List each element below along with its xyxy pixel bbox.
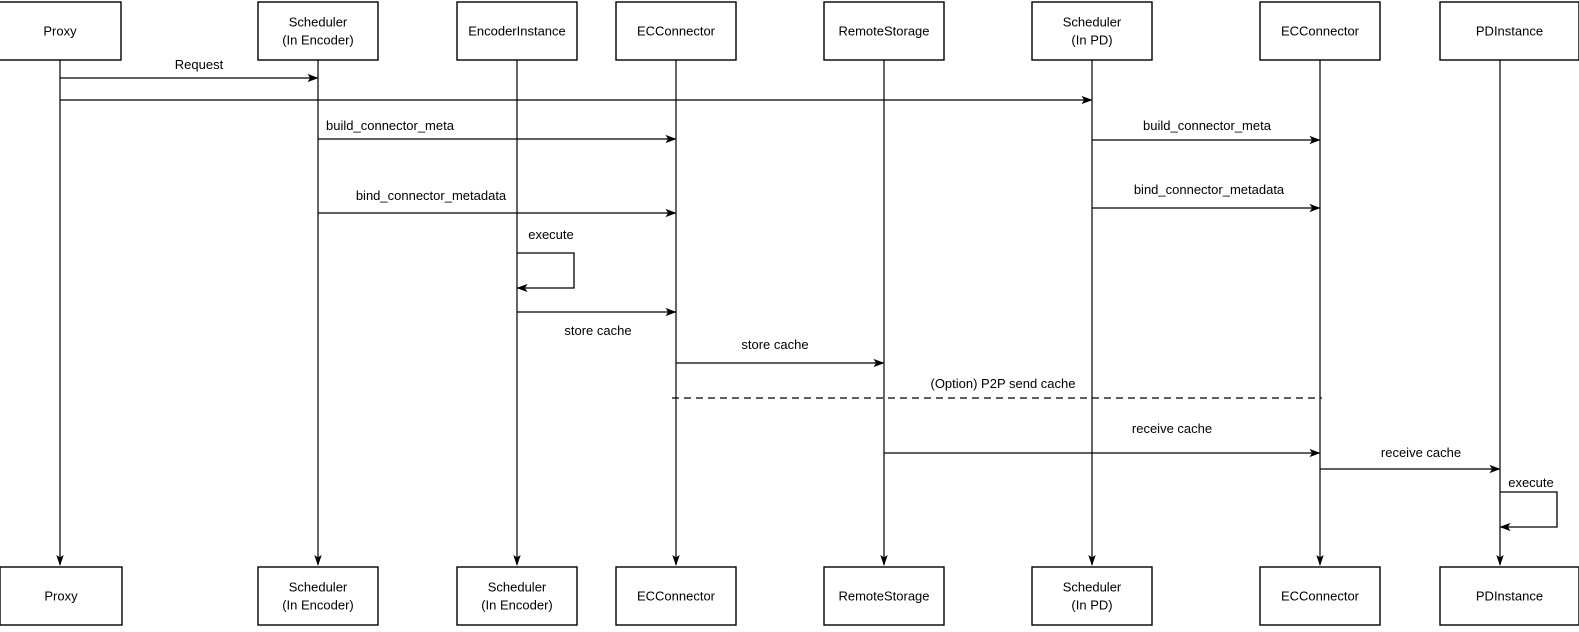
message-m9[interactable]: (Option) P2P send cache [672, 376, 1322, 399]
participant-footer-label-line2: (In Encoder) [481, 597, 553, 612]
participant-footer-enc_inst[interactable]: Scheduler (In Encoder) [456, 566, 578, 626]
participant-header-label: ECConnector [637, 23, 716, 38]
participant-header-pd_inst[interactable]: PDInstance [1439, 1, 1579, 61]
participant-header-label-line1: Scheduler [1063, 14, 1122, 29]
self-message-path-s1 [516, 252, 575, 293]
participant-header-label-line2: (In PD) [1071, 32, 1112, 47]
participant-footer-label-line2: (In Encoder) [282, 597, 354, 612]
participant-footer-box [1259, 566, 1381, 626]
participant-header-ecconn_enc[interactable]: ECConnector [615, 1, 737, 61]
participant-header-box [1031, 1, 1153, 61]
message-m3[interactable]: build_connector_meta [318, 118, 677, 144]
participant-footer-label: ECConnector [1281, 588, 1360, 603]
participant-footer-label-line1: Scheduler [289, 579, 348, 594]
participant-footer-label-line1: Scheduler [488, 579, 547, 594]
message-label-m4: build_connector_meta [1143, 118, 1272, 133]
lifelines-group [56, 60, 1504, 566]
participant-footer-box [1439, 566, 1579, 626]
participant-footer-label: PDInstance [1476, 588, 1543, 603]
self-message-label-s2: execute [1508, 475, 1554, 490]
message-label-m7: store cache [564, 323, 631, 338]
participant-header-proxy[interactable]: Proxy [0, 1, 122, 61]
message-label-m10: receive cache [1132, 421, 1212, 436]
participant-header-label: PDInstance [1476, 23, 1543, 38]
participant-footer-box [615, 566, 737, 626]
participant-header-label-line2: (In Encoder) [282, 32, 354, 47]
message-m7[interactable]: store cache [517, 307, 677, 338]
participant-footer-label: Proxy [44, 588, 78, 603]
participant-header-sched_pd[interactable]: Scheduler (In PD) [1031, 1, 1153, 61]
participant-footer-box [1031, 566, 1153, 626]
participant-header-box [0, 1, 122, 61]
self-message-label-s1: execute [528, 227, 574, 242]
message-m8[interactable]: store cache [676, 337, 885, 368]
message-m5[interactable]: bind_connector_metadata [318, 188, 677, 218]
participant-footer-label-line2: (In PD) [1071, 597, 1112, 612]
participant-header-label-line1: Scheduler [289, 14, 348, 29]
participant-footer-label: RemoteStorage [838, 588, 929, 603]
message-label-m1: Request [175, 57, 224, 72]
participant-footer-remote[interactable]: RemoteStorage [823, 566, 945, 626]
messages-group: Request build_connector_meta build_connect… [60, 57, 1501, 474]
participant-header-label: EncoderInstance [468, 23, 566, 38]
participant-footer-ecconn_enc[interactable]: ECConnector [615, 566, 737, 626]
participant-header-sched_enc[interactable]: Scheduler (In Encoder) [257, 1, 379, 61]
participant-header-box [615, 1, 737, 61]
participant-header-box [1259, 1, 1381, 61]
participant-footers-group: Proxy Scheduler (In Encoder) Scheduler (In E… [0, 566, 1579, 626]
participant-header-label: Proxy [43, 23, 77, 38]
participant-footer-box [456, 566, 578, 626]
participant-footer-proxy[interactable]: Proxy [0, 566, 123, 626]
participant-footer-sched_pd[interactable]: Scheduler (In PD) [1031, 566, 1153, 626]
message-m1[interactable]: Request [60, 57, 319, 83]
message-label-m6: bind_connector_metadata [1134, 182, 1285, 197]
message-m10[interactable]: receive cache [884, 421, 1321, 458]
message-label-m8: store cache [741, 337, 808, 352]
participant-header-remote[interactable]: RemoteStorage [823, 1, 945, 61]
self-message-s1[interactable]: execute [516, 227, 575, 293]
participant-footer-sched_enc[interactable]: Scheduler (In Encoder) [257, 566, 379, 626]
participant-footer-box [257, 566, 379, 626]
participant-header-box [456, 1, 578, 61]
participant-headers-group: Proxy Scheduler (In Encoder) EncoderInstanc… [0, 1, 1579, 61]
self-messages-group: execute execute [516, 227, 1558, 532]
participant-footer-box [0, 566, 123, 626]
self-message-path-s2 [1499, 491, 1558, 532]
participant-header-label: ECConnector [1281, 23, 1360, 38]
participant-footer-pd_inst[interactable]: PDInstance [1439, 566, 1579, 626]
participant-header-box [823, 1, 945, 61]
message-label-m5: bind_connector_metadata [356, 188, 507, 203]
participant-header-ecconn_pd[interactable]: ECConnector [1259, 1, 1381, 61]
message-label-m9: (Option) P2P send cache [930, 376, 1075, 391]
participant-header-label: RemoteStorage [838, 23, 929, 38]
message-label-m3: build_connector_meta [326, 118, 455, 133]
message-m4[interactable]: build_connector_meta [1092, 118, 1321, 145]
participant-header-box [257, 1, 379, 61]
self-message-s2[interactable]: execute [1499, 475, 1558, 532]
participant-footer-ecconn_pd[interactable]: ECConnector [1259, 566, 1381, 626]
participant-footer-label-line1: Scheduler [1063, 579, 1122, 594]
message-m11[interactable]: receive cache [1320, 445, 1501, 474]
participant-footer-box [823, 566, 945, 626]
participant-footer-label: ECConnector [637, 588, 716, 603]
participant-header-enc_inst[interactable]: EncoderInstance [456, 1, 578, 61]
message-m6[interactable]: bind_connector_metadata [1092, 182, 1321, 213]
message-label-m11: receive cache [1381, 445, 1461, 460]
participant-header-box [1439, 1, 1579, 61]
